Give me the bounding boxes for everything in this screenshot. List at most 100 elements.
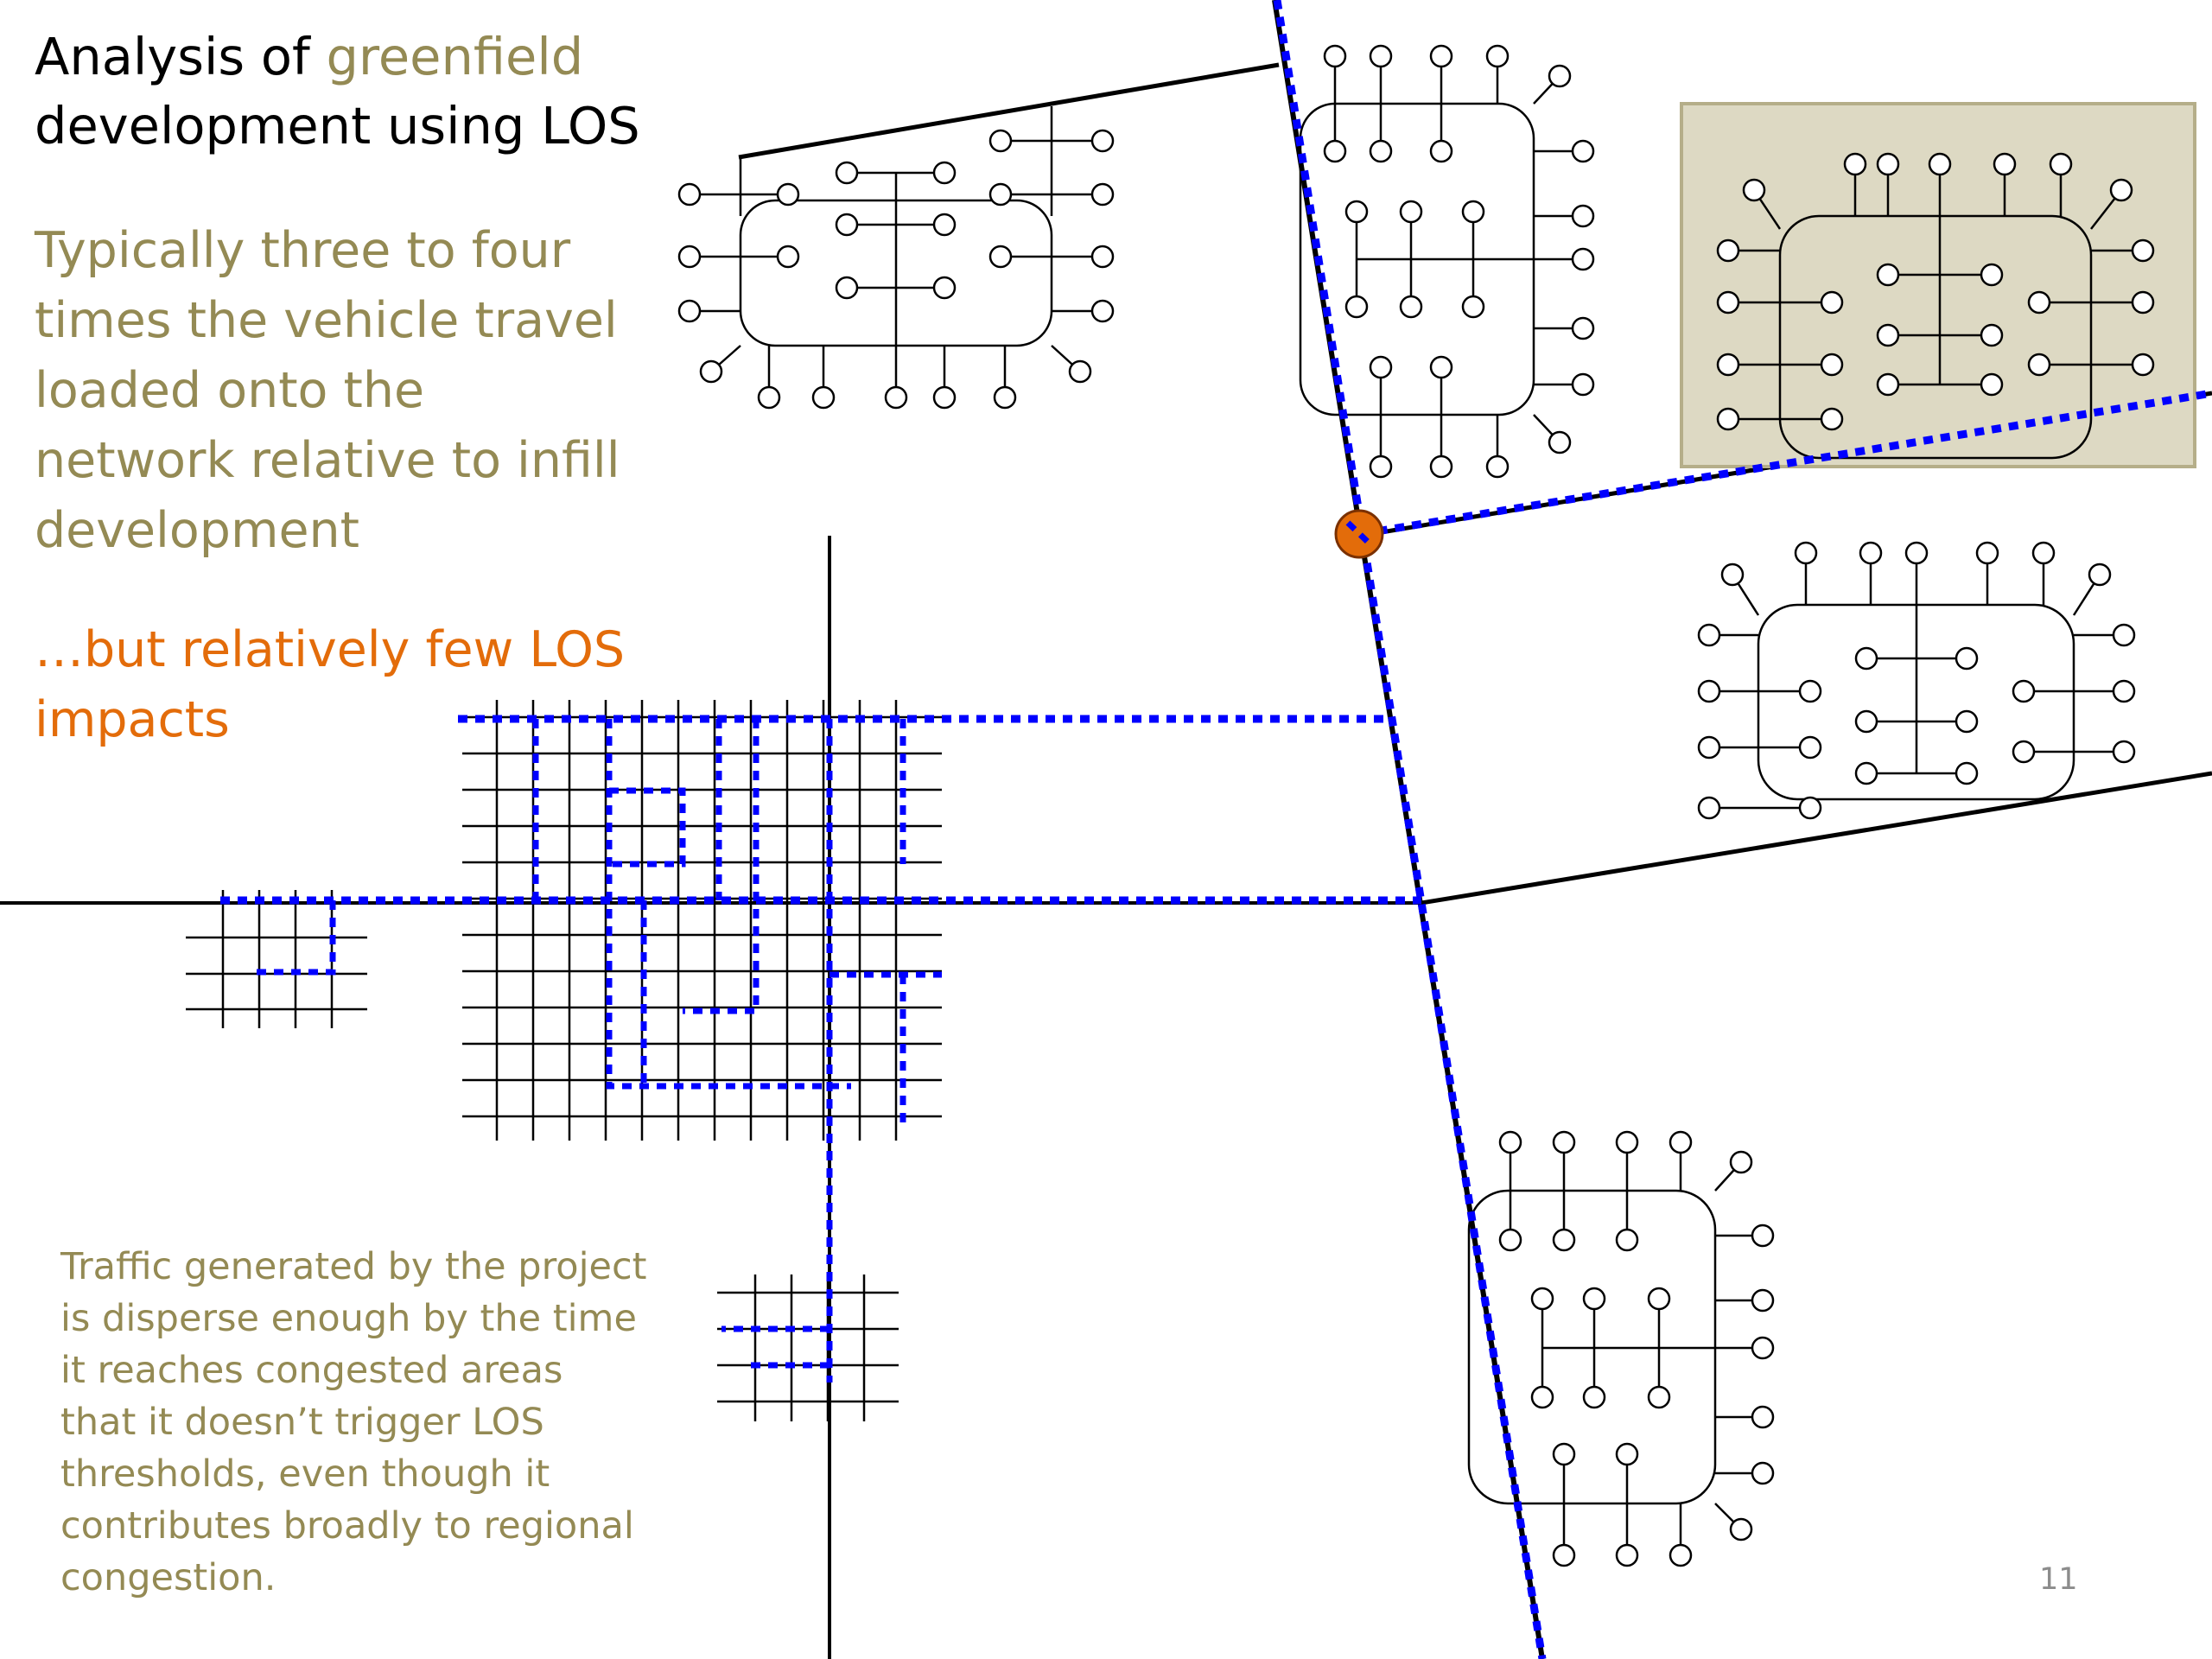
emphasis-text: …but relatively few LOS impacts [35,621,626,748]
cul-de-sac-bulb [1751,1288,1775,1313]
cul-de-sac-bulb [932,213,957,237]
cul-de-sac-bulb [1647,1287,1671,1311]
cul-de-sac-bulb [1697,796,1721,820]
cul-de-sac-bulb [2049,152,2073,176]
title-highlight: greenfield [326,27,584,86]
cul-de-sac-bulb [932,276,957,300]
grid-small-west [186,890,367,1028]
page-number: 11 [2039,1562,2078,1597]
cul-de-sac-bulb [1461,295,1485,319]
route-segment [1345,520,1375,549]
cul-de-sac-bulb [932,161,957,185]
cul-de-sac-bulb [1697,735,1721,760]
cul-de-sac-bulb [1729,1150,1753,1174]
cul-de-sac-bulb [1369,454,1393,479]
cul-de-sac-bulb [1615,1543,1639,1567]
cul-de-sac-bulb [1068,359,1092,384]
cul-de-sac-bulb [1928,152,1952,176]
cul-de-sac-bulb [2131,290,2155,315]
cul-de-sac-bulb [932,385,957,410]
cul-de-sac-bulb [1571,139,1595,163]
cul-de-sac-bulb [1742,178,1766,202]
cul-de-sac-bulb [1582,1385,1606,1409]
cul-de-sac-bulb [1429,139,1453,163]
cul-de-sac-bulb [1859,541,1883,565]
cul-de-sac-bulb [1751,1336,1775,1360]
cul-de-sac-bulb [1615,1130,1639,1154]
cul-de-sac-bulb [1820,407,1844,431]
subdivision-pod-d [1697,541,2136,820]
cul-de-sac-bulb [2112,623,2136,647]
title-part1: Analysis of [35,27,327,86]
cul-de-sac-bulb [1369,355,1393,379]
subdivision-pods [677,44,2196,1567]
cul-de-sac-bulb [1090,299,1115,323]
cul-de-sac-bulb [1461,200,1485,224]
cul-de-sac-bulb [1751,1461,1775,1485]
cul-de-sac-bulb [1498,1130,1522,1154]
route-segment [1360,389,2212,538]
cul-de-sac-bulb [2088,563,2112,587]
cul-de-sac-bulb [1647,1385,1671,1409]
cul-de-sac-bulb [1975,541,1999,565]
slide-title: Analysis of greenfield development using … [35,22,640,161]
cul-de-sac-bulb [1980,323,2004,347]
cul-de-sac-bulb [1751,1405,1775,1429]
cul-de-sac-bulb [2109,178,2133,202]
cul-de-sac-bulb [835,161,859,185]
cul-de-sac-bulb [1090,129,1115,153]
title-part2: development using LOS [35,96,640,156]
cul-de-sac-bulb [1399,200,1423,224]
cul-de-sac-bulb [2027,353,2051,377]
cul-de-sac-bulb [1716,353,1740,377]
cul-de-sac-bulb [1697,623,1721,647]
cul-de-sac-bulb [1843,152,1867,176]
cul-de-sac-bulb [1955,646,1979,671]
cul-de-sac-bulb [1530,1287,1554,1311]
cul-de-sac-bulb [1344,200,1369,224]
cul-de-sac-bulb [1751,1224,1775,1248]
congested-intersection-marker [1334,509,1384,559]
cul-de-sac-bulb [2012,679,2036,703]
congestion-markers [1334,509,1384,559]
arterial-northwest [738,62,1280,160]
cul-de-sac-bulb [1980,372,2004,397]
subdivision-pod-e [1467,1130,1775,1567]
cul-de-sac-bulb [1876,263,1900,287]
cul-de-sac-bulb [835,276,859,300]
cul-de-sac-bulb [1344,295,1369,319]
cul-de-sac-bulb [1798,735,1822,760]
cul-de-sac-bulb [988,182,1013,207]
arterial-east [1421,771,2212,906]
cul-de-sac-bulb [1993,152,2017,176]
cul-de-sac-bulb [1716,290,1740,315]
cul-de-sac-bulb [1552,1543,1576,1567]
cul-de-sac-bulb [1090,182,1115,207]
cul-de-sac-bulb [1485,44,1510,68]
cul-de-sac-bulb [988,245,1013,269]
cul-de-sac-bulb [2131,238,2155,263]
cul-de-sac-bulb [776,245,800,269]
cul-de-sac-bulb [1798,796,1822,820]
subdivision-pod-b [1299,44,1595,479]
cul-de-sac-bulb [1571,316,1595,340]
cul-de-sac-bulb [884,385,908,410]
cul-de-sac-bulb [2131,353,2155,377]
cul-de-sac-bulb [1798,679,1822,703]
cul-de-sac-bulb [1369,139,1393,163]
cul-de-sac-bulb [2031,541,2056,565]
cul-de-sac-bulb [1697,679,1721,703]
cul-de-sac-bulb [1854,761,1878,785]
subdivision-pod-a [677,106,1115,410]
cul-de-sac-bulb [1552,1442,1576,1466]
cul-de-sac-bulb [1980,263,2004,287]
cul-de-sac-bulb [1571,247,1595,271]
cul-de-sac-bulb [1498,1228,1522,1252]
cul-de-sac-bulb [1429,44,1453,68]
cul-de-sac-bulb [677,245,702,269]
cul-de-sac-bulb [1716,407,1740,431]
route-segment [606,719,851,1090]
pod-loop [1778,214,2093,460]
grid-downtown [462,700,942,1141]
